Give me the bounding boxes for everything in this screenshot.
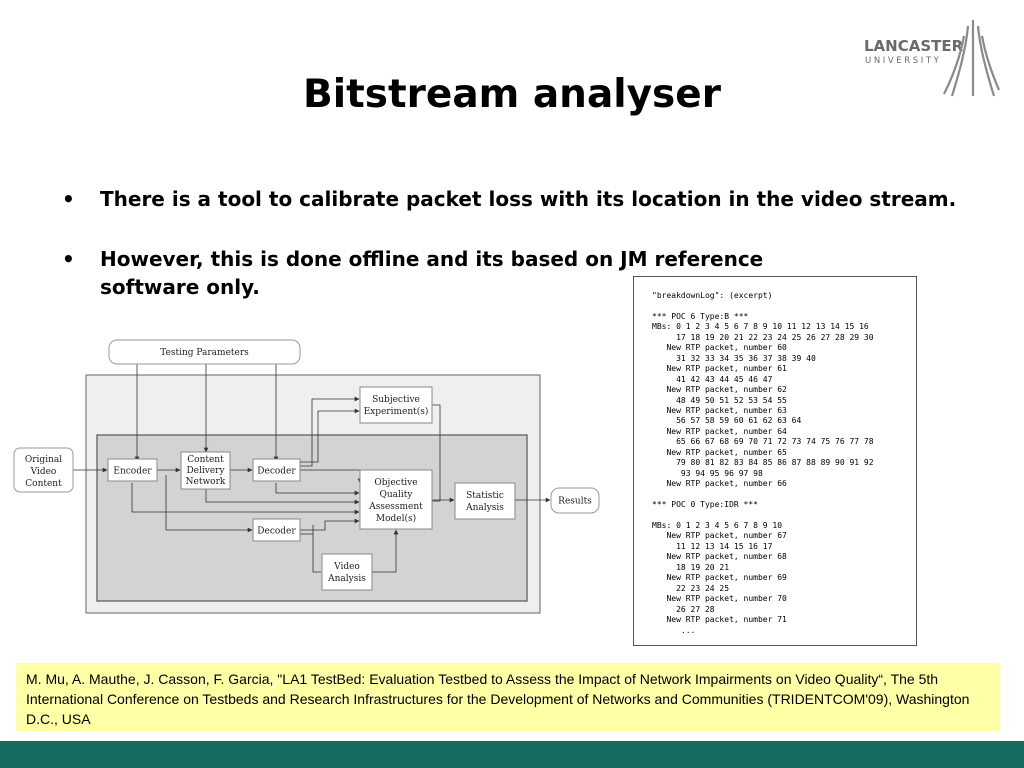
svg-text:Model(s): Model(s) (376, 513, 416, 524)
svg-text:Analysis: Analysis (327, 574, 366, 584)
svg-text:Subjective: Subjective (372, 395, 420, 405)
bullet-dot: • (62, 247, 75, 271)
bullet-item-2: • However, this is done offline and its … (62, 245, 962, 301)
video-analysis-box: Video Analysis (321, 553, 373, 591)
testbed-diagram: Testing Parameters Original Video Conten… (13, 339, 600, 614)
svg-text:Delivery: Delivery (186, 466, 225, 476)
svg-text:Analysis: Analysis (465, 503, 504, 513)
bullet-dot: • (62, 187, 75, 211)
svg-text:Decoder: Decoder (257, 527, 296, 537)
lancaster-university-logo: LANCASTER UNIVERSITY (864, 20, 1000, 97)
logo-line2: UNIVERSITY (865, 56, 941, 66)
decoder-bottom-box: Decoder (252, 518, 301, 542)
decoder-top-box: Decoder (252, 458, 301, 482)
citation-box: M. Mu, A. Mauthe, J. Casson, F. Garcia, … (16, 663, 1000, 731)
svg-text:Network: Network (186, 477, 226, 487)
svg-text:Quality: Quality (380, 490, 414, 500)
slide-title: Bitstream analyser (303, 72, 721, 117)
testing-parameters-box: Testing Parameters (108, 339, 301, 365)
svg-text:Encoder: Encoder (113, 467, 152, 477)
encoder-box: Encoder (107, 458, 158, 482)
svg-text:Video: Video (333, 562, 360, 572)
svg-text:Content: Content (187, 455, 224, 465)
original-video-content-box: Original Video Content (13, 447, 74, 493)
svg-text:Assessment: Assessment (368, 502, 423, 512)
logo-emblem (943, 20, 1000, 97)
svg-text:Experiment(s): Experiment(s) (364, 406, 429, 417)
results-box: Results (550, 487, 600, 514)
svg-text:Testing Parameters: Testing Parameters (160, 348, 249, 358)
svg-text:Video: Video (30, 467, 57, 477)
objective-quality-model-box: Objective Quality Assessment Model(s) (359, 469, 433, 530)
svg-text:Objective: Objective (374, 478, 417, 488)
breakdown-log-text: "breakdownLog": (excerpt) *** POC 6 Type… (652, 291, 874, 635)
subjective-experiments-box: Subjective Experiment(s) (359, 386, 433, 424)
statistic-analysis-box: Statistic Analysis (454, 482, 516, 520)
logo-line1: LANCASTER (864, 37, 964, 55)
bullet-text: However, this is done offline and its ba… (100, 247, 764, 299)
svg-text:Results: Results (558, 497, 592, 507)
citation-text: M. Mu, A. Mauthe, J. Casson, F. Garcia, … (26, 671, 970, 727)
svg-text:Content: Content (25, 479, 62, 489)
breakdown-log-panel: "breakdownLog": (excerpt) *** POC 6 Type… (633, 276, 917, 646)
footer-bar (0, 741, 1024, 768)
cdn-box: Content Delivery Network (180, 451, 231, 490)
svg-text:Statistic: Statistic (466, 491, 504, 501)
bullet-item-1: • There is a tool to calibrate packet lo… (62, 185, 962, 241)
svg-text:Decoder: Decoder (257, 467, 296, 477)
svg-text:Original: Original (25, 455, 62, 465)
bullet-text: There is a tool to calibrate packet loss… (100, 187, 957, 211)
